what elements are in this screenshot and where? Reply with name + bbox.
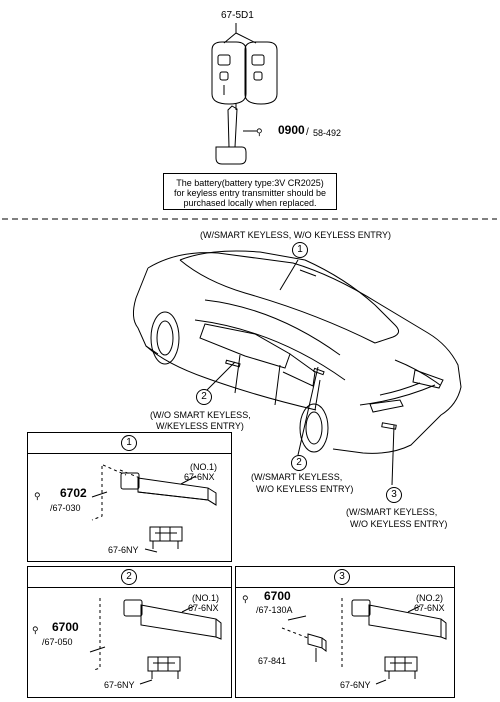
bulb-ref-separator: /: [306, 127, 309, 138]
detail1-parts: [91, 464, 217, 553]
mechanical-key: [215, 104, 247, 165]
bulb-ref-number: 58-492: [313, 128, 342, 138]
detail2-part-main: 6700: [52, 620, 79, 634]
detail3-bracket-part: 67-6NY: [340, 680, 371, 690]
callout-2-left[interactable]: 2: [196, 389, 212, 405]
detail-box-2-header: [27, 566, 232, 588]
car-illustration: [132, 250, 462, 454]
battery-note-box: The battery(battery type:3V CR2025) for …: [163, 173, 337, 210]
detail3-part-main: 6700: [264, 589, 291, 603]
label-2a-line1: (W/O SMART KEYLESS,: [150, 410, 251, 420]
detail3-parts: [281, 598, 447, 685]
detail3-antenna-part: 67-6NX: [414, 603, 445, 613]
detail1-bracket-part: 67-6NY: [108, 545, 139, 555]
label-3-line1: (W/SMART KEYLESS,: [346, 507, 438, 517]
detail2-no-label: (NO.1): [192, 593, 219, 603]
detail2-bulb-icon: ⚲: [32, 625, 39, 635]
label-2b-line1: (W/SMART KEYLESS,: [251, 472, 343, 482]
detail2-antenna-part: 67-6NX: [188, 603, 219, 613]
detail2-ref-main: /67-050: [42, 637, 73, 647]
label-2a-line2: W/KEYLESS ENTRY): [156, 421, 244, 431]
detail2-bracket-part: 67-6NY: [104, 680, 135, 690]
bulb-icon: ⚲: [256, 127, 263, 137]
detail1-antenna-part: 67-6NX: [184, 472, 215, 482]
bulb-part-number: 0900: [278, 123, 305, 137]
detail3-no-label: (NO.2): [416, 593, 443, 603]
detail3-bulb-icon: ⚲: [242, 594, 249, 604]
detail1-bulb-icon: ⚲: [34, 491, 41, 501]
callout-2-right[interactable]: 2: [291, 455, 307, 471]
detail-box-1-header: [27, 432, 232, 454]
label-2b-line2: W/O KEYLESS ENTRY): [256, 484, 354, 494]
callout-3[interactable]: 3: [386, 487, 402, 503]
key-fob-left: [211, 41, 247, 105]
label-3-line2: W/O KEYLESS ENTRY): [350, 519, 448, 529]
detail1-part-main: 6702: [60, 486, 87, 500]
keyfob-part-number: 67-5D1: [221, 10, 254, 21]
detail1-ref-main: /67-030: [50, 503, 81, 513]
detail-2-number: 2: [121, 569, 137, 585]
detail3-ref-main: /67-130A: [256, 605, 293, 615]
battery-note-line2: for keyless entry transmitter should be: [173, 188, 327, 198]
detail-3-number: 3: [334, 569, 350, 585]
detail-1-number: 1: [121, 435, 137, 451]
detail3-connector-part: 67-841: [258, 656, 287, 666]
callout-1[interactable]: 1: [292, 242, 308, 258]
detail1-no-label: (NO.1): [190, 462, 217, 472]
battery-note-line1: The battery(battery type:3V CR2025): [176, 178, 324, 188]
key-fob-right: [244, 41, 278, 105]
detail-box-3-header: [235, 566, 455, 588]
battery-note-line3: purchased locally when replaced.: [183, 198, 317, 208]
detail2-parts: [89, 598, 222, 685]
label-smart-keyless-top: (W/SMART KEYLESS, W/O KEYLESS ENTRY): [200, 230, 392, 240]
